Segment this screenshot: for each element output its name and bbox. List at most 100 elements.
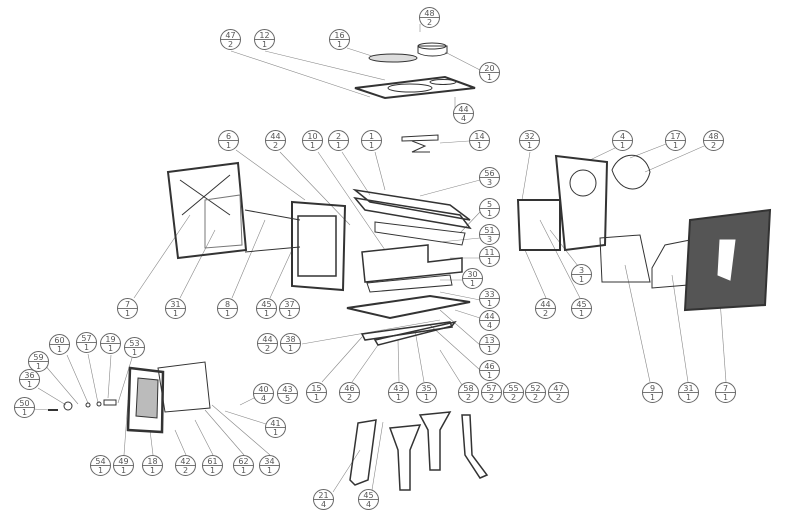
part-number: 7 (124, 300, 131, 309)
part-number: 18 (147, 457, 158, 466)
part-number: 44 (540, 300, 551, 309)
part-quantity: 1 (261, 40, 268, 49)
part-number: 44 (262, 335, 273, 344)
part-number: 9 (649, 384, 656, 393)
part-number: 13 (484, 336, 495, 345)
part-number: 46 (484, 362, 495, 371)
part-quantity: 1 (172, 309, 179, 318)
part-number: 16 (334, 31, 345, 40)
part-number: 3 (578, 266, 585, 275)
part-quantity: 1 (120, 466, 127, 475)
part-number: 43 (282, 385, 293, 394)
part-quantity: 1 (476, 141, 483, 150)
part-number: 45 (576, 300, 587, 309)
part-quantity: 2 (542, 309, 549, 318)
part-quantity: 1 (97, 466, 104, 475)
part-quantity: 1 (486, 299, 493, 308)
part-quantity: 1 (21, 408, 28, 417)
part-number: 40 (258, 385, 269, 394)
part-number: 5 (486, 200, 493, 209)
part-number: 49 (118, 457, 129, 466)
part-number: 30 (467, 270, 478, 279)
part-number: 58 (463, 384, 474, 393)
part-number: 59 (33, 353, 44, 362)
part-number: 44 (484, 312, 495, 321)
part-number: 12 (259, 31, 270, 40)
part-quantity: 4 (486, 321, 493, 330)
part-number: 60 (54, 336, 65, 345)
part-number: 55 (508, 384, 519, 393)
part-number: 48 (708, 132, 719, 141)
part-quantity: 4 (260, 394, 267, 403)
part-quantity: 4 (365, 500, 372, 509)
part-number: 48 (424, 9, 435, 18)
